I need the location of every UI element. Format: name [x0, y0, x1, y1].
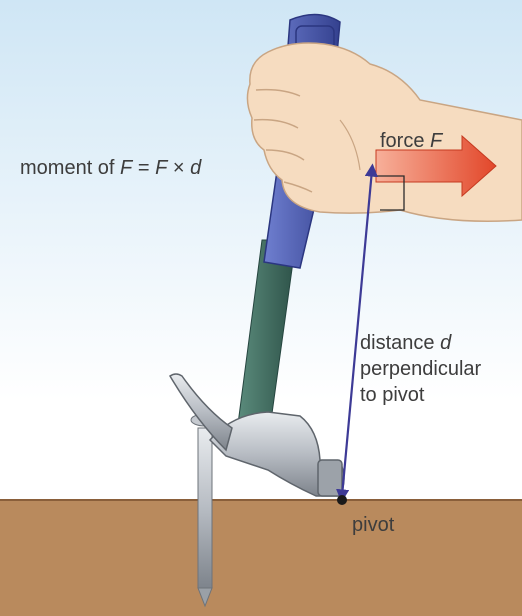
- distance-label-var: d: [440, 332, 452, 354]
- distance-label-line3: to pivot: [360, 384, 425, 406]
- right-angle-marker-icon: [372, 175, 405, 211]
- moment-label-var-f1: F: [120, 157, 133, 179]
- moment-label-times: ×: [167, 157, 191, 179]
- pivot-dot-icon: [337, 495, 347, 505]
- force-label-var: F: [430, 130, 443, 152]
- moment-label-equals: =: [132, 157, 156, 179]
- hammer-head-icon: [168, 373, 345, 497]
- force-label-prefix: force: [380, 130, 431, 152]
- distance-label-line1: distance d: [360, 330, 481, 356]
- distance-label-prefix: distance: [360, 332, 441, 354]
- moment-label-var-f2: F: [155, 157, 168, 179]
- ground: [0, 500, 522, 616]
- moment-label: moment of F = F × d: [20, 155, 201, 181]
- pivot-label: pivot: [352, 514, 395, 536]
- force-label: force F: [380, 128, 442, 154]
- distance-label-line2: perpendicular: [360, 358, 482, 380]
- distance-label: distance d perpendicular to pivot: [360, 330, 481, 408]
- distance-arrow-icon: [336, 163, 378, 503]
- moment-label-prefix: moment of: [20, 157, 121, 179]
- force-arrow-icon: [375, 134, 497, 198]
- moment-label-var-d: d: [190, 157, 202, 179]
